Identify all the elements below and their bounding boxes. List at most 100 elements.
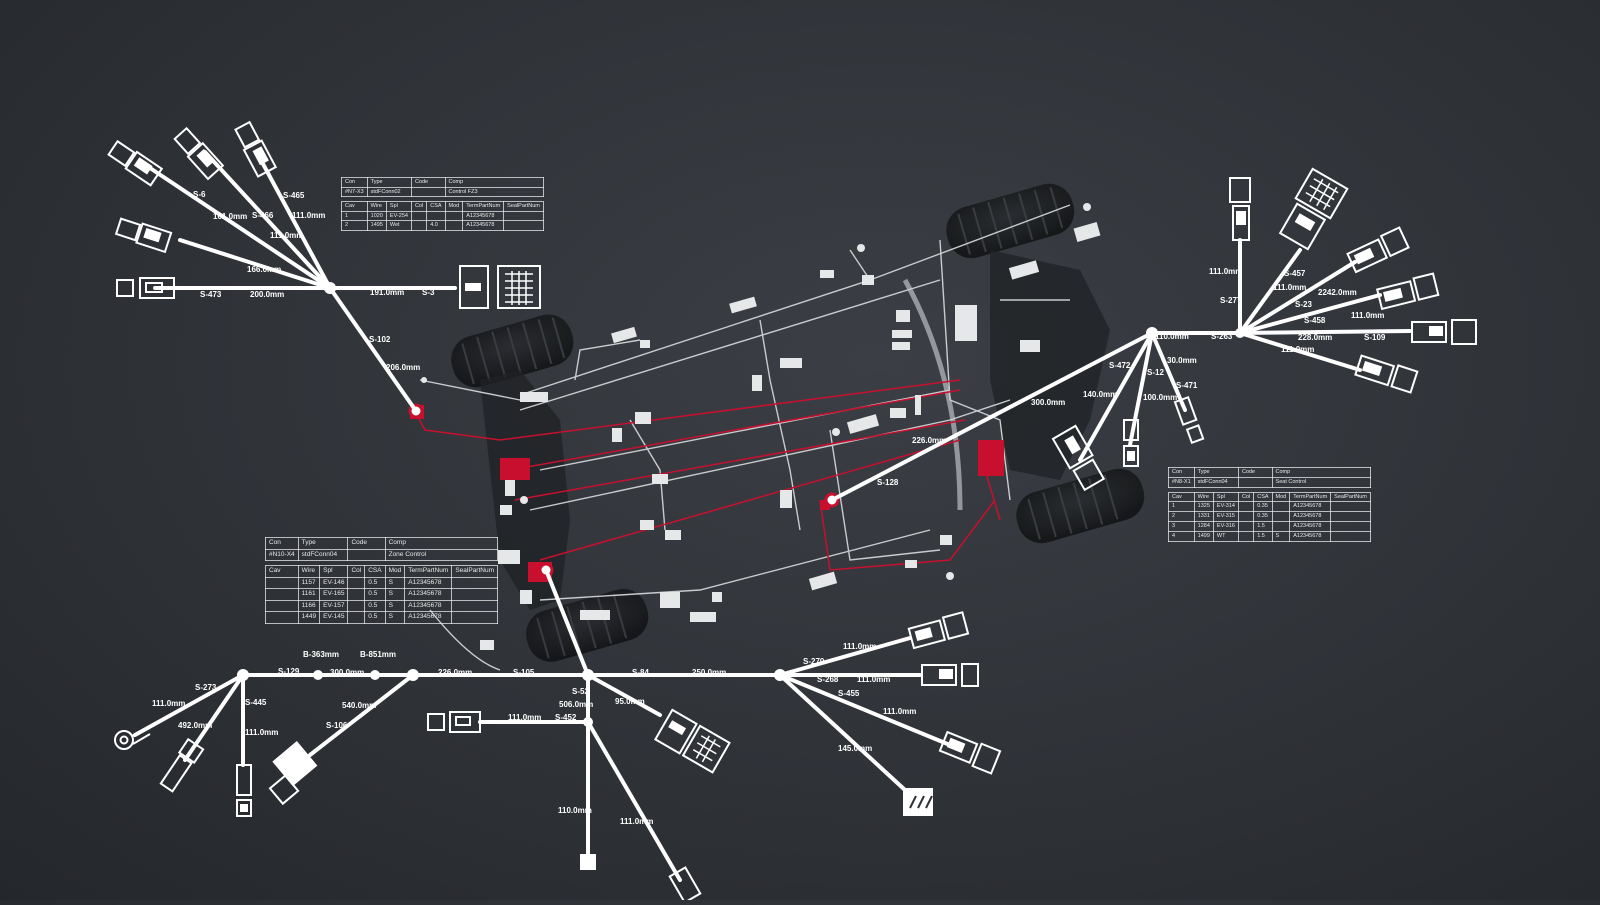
table-cell: 2 — [1168, 511, 1195, 522]
table-cell: TermPartNum — [404, 565, 453, 578]
table-cell: Control FZ3 — [444, 186, 544, 197]
label: S-268 — [817, 675, 839, 684]
table-cell: CSA — [364, 565, 386, 578]
table-cell: Mod — [444, 201, 464, 212]
table-cell: Wet — [385, 220, 412, 231]
table-cell — [444, 220, 464, 231]
table-cell: S — [1271, 530, 1291, 542]
connector-grid-icon — [653, 708, 731, 774]
label: 492.0mm — [178, 721, 212, 730]
connector-icon — [236, 764, 252, 817]
harness-labels: S-6 S-465 S-466 161.0mm 111.0mm 111.0mm … — [152, 190, 1386, 826]
label: 300.0mm — [1031, 398, 1065, 407]
table-cell: A12345678 — [1289, 501, 1332, 513]
table-cell — [451, 576, 498, 589]
table-spacer-cell — [341, 196, 544, 202]
table-cell: Type — [297, 537, 349, 550]
tire-front-left — [451, 314, 574, 388]
label: 111.0mm — [620, 817, 653, 826]
label: S-445 — [245, 698, 267, 707]
table-cell: A12345678 — [404, 588, 453, 601]
label: S-277 — [1220, 296, 1242, 305]
rear-suspension — [990, 250, 1110, 480]
table-cell: EV-157 — [319, 599, 349, 612]
connector-icon — [1375, 272, 1440, 311]
label: 200.0mm — [250, 290, 284, 299]
label: S-109 — [1364, 333, 1386, 342]
table-cell — [1330, 511, 1371, 522]
table-cell: 1.5 — [1253, 530, 1273, 542]
label: 111.0mm — [245, 728, 278, 737]
fuse-block-icon — [903, 788, 933, 816]
label: S-128 — [877, 478, 899, 487]
table-cell: 1449 — [297, 611, 321, 624]
table-cell: stdFConn02 — [366, 186, 412, 197]
label: S-129 — [278, 667, 300, 676]
table-cell: A12345678 — [462, 210, 505, 221]
table-cell: EV-316 — [1212, 520, 1239, 532]
table-cell: #N8-X1 — [1168, 476, 1195, 488]
table-cell: 1325 — [1193, 501, 1214, 513]
table-cell: 1 — [341, 210, 368, 221]
table-cell — [503, 220, 544, 231]
table-cell — [1271, 511, 1291, 522]
connector-icon — [116, 277, 175, 299]
connector-icon — [268, 741, 318, 806]
connector-icon — [1411, 319, 1477, 345]
table-spacer-cell — [265, 560, 498, 566]
connector-icon — [938, 730, 1002, 775]
label: S-455 — [838, 689, 860, 698]
firewall-bow — [902, 278, 963, 511]
table-cell: SealPartNum — [451, 565, 498, 578]
connector-icon — [159, 737, 205, 793]
label: S-105 — [513, 668, 535, 677]
label: 111.0mm — [1351, 311, 1384, 320]
table-cell — [410, 210, 428, 221]
label: 300.0mm — [330, 668, 364, 677]
table-cell: 1 — [1168, 501, 1195, 513]
table-cell: S — [384, 576, 406, 589]
label: S-471 — [1176, 381, 1198, 390]
table-cell — [347, 588, 366, 601]
ring-terminal-icon — [114, 726, 151, 750]
table-cell — [1271, 520, 1291, 532]
label: S-270 — [803, 657, 825, 666]
connector-icon — [114, 217, 173, 254]
table-cell: Seat Control — [1271, 476, 1371, 488]
table-cell — [410, 220, 428, 231]
table-spacer — [341, 196, 544, 202]
table-cell: A12345678 — [462, 220, 505, 231]
label: 226.0mm — [438, 668, 472, 677]
table-cell: A12345678 — [404, 599, 453, 612]
label: 111.0mm — [883, 707, 916, 716]
connector-icon — [1229, 177, 1251, 241]
label: S-263 — [1211, 332, 1233, 341]
table-cell: S — [384, 599, 406, 612]
table-cell — [451, 599, 498, 612]
table-cell — [1271, 501, 1291, 513]
table-cell: 4 — [1168, 530, 1195, 542]
table-cell: A12345678 — [404, 576, 453, 589]
table-cell: Comp — [1271, 467, 1371, 478]
table-cell: WT — [1212, 530, 1239, 542]
table-cell: EV-145 — [319, 611, 349, 624]
table-spacer — [265, 560, 498, 566]
main-harness — [133, 150, 1412, 882]
table-cell: Cav — [341, 201, 368, 212]
table-cell: EV-254 — [385, 210, 412, 221]
label: S-52 — [572, 687, 589, 696]
label: 111.0mm — [270, 231, 303, 240]
